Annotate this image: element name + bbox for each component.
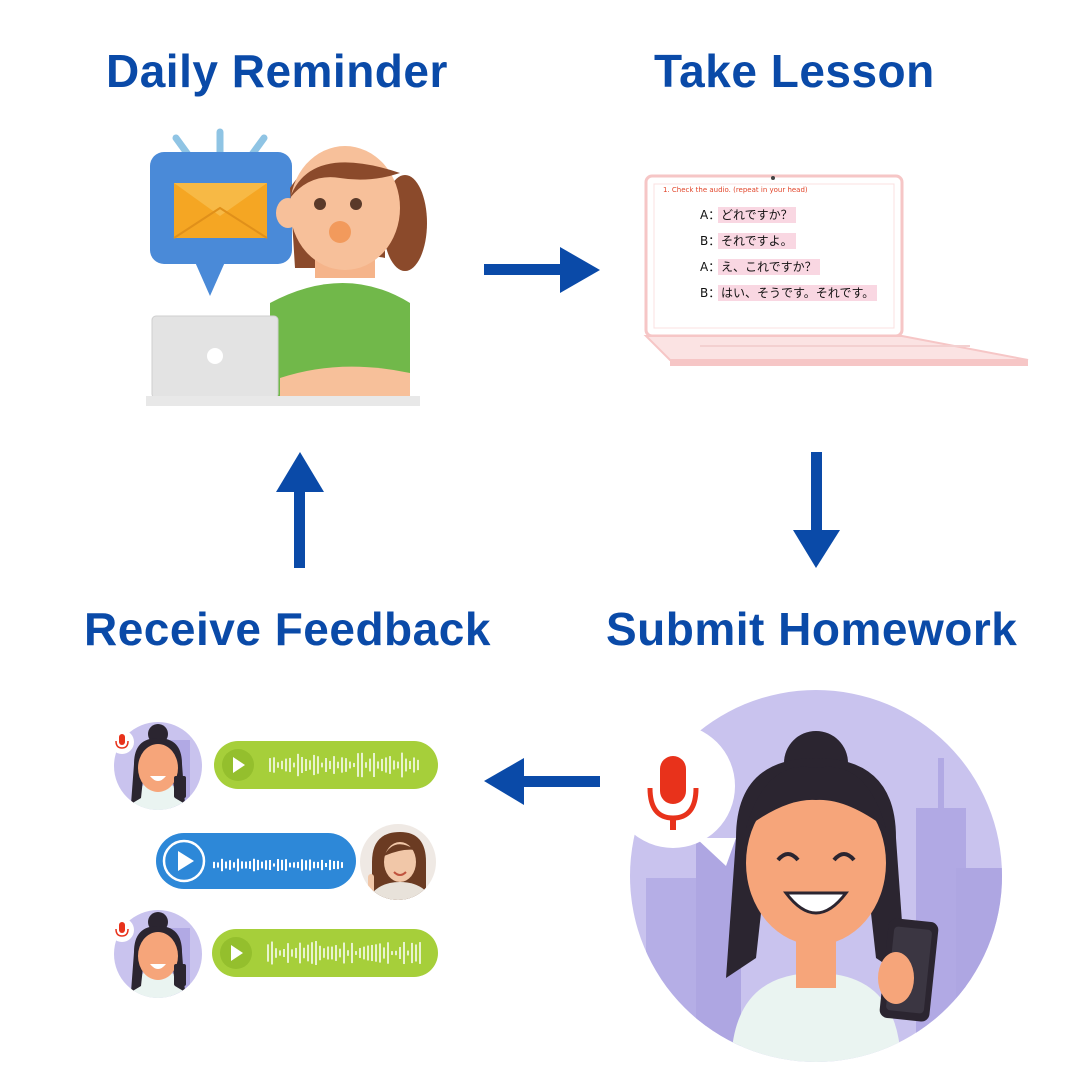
play-icon [233, 757, 245, 773]
step-title-submit-homework: Submit Homework [606, 603, 1018, 655]
avatar [110, 722, 202, 810]
arrow-down [793, 452, 840, 568]
dialogue-text: え、これですか？ [718, 259, 820, 275]
dialogue-speaker: A： [700, 208, 721, 222]
arrow-up [276, 452, 324, 568]
avatar [110, 910, 202, 998]
play-icon [178, 851, 194, 871]
dialogue-text: はい、そうです。それです。 [718, 285, 878, 301]
homework-illustration [626, 690, 1002, 1062]
waveform [267, 941, 421, 965]
waveform [213, 858, 343, 872]
city-skyline [646, 731, 1002, 1062]
play-icon [231, 945, 243, 961]
waveform [269, 752, 419, 778]
audio-message-student[interactable] [214, 741, 438, 789]
laptop-icon [146, 315, 420, 406]
dialogue-line: A：え、これですか？ [700, 258, 820, 275]
audio-message-student[interactable] [212, 929, 438, 977]
arrow-left [484, 758, 600, 805]
arrow-right [484, 247, 600, 293]
dialogue-line: B：はい、そうです。それです。 [700, 284, 878, 301]
step-title-take-lesson: Take Lesson [654, 45, 935, 97]
dialogue-text: それですよ。 [718, 233, 796, 249]
dialogue-speaker: B： [700, 286, 721, 300]
dialogue-speaker: A： [700, 260, 721, 274]
step-title-receive-feedback: Receive Feedback [84, 603, 491, 655]
lesson-laptop [643, 174, 1029, 366]
mic-bubble [626, 724, 736, 866]
step-title-daily-reminder: Daily Reminder [106, 45, 448, 97]
dialogue-line: A：どれですか？ [700, 206, 796, 223]
audio-message-teacher[interactable] [156, 833, 356, 889]
envelope-icon [150, 152, 292, 296]
dialogue-line: B：それですよ。 [700, 232, 796, 249]
reminder-illustration [146, 128, 427, 406]
mic-icon [647, 756, 699, 830]
dialogue-text: どれですか？ [718, 207, 796, 223]
avatar [360, 824, 436, 900]
person-avatar [270, 146, 427, 403]
dialogue-speaker: B： [700, 234, 721, 248]
lesson-instruction: 1. Check the audio. (repeat in your head… [663, 186, 808, 194]
